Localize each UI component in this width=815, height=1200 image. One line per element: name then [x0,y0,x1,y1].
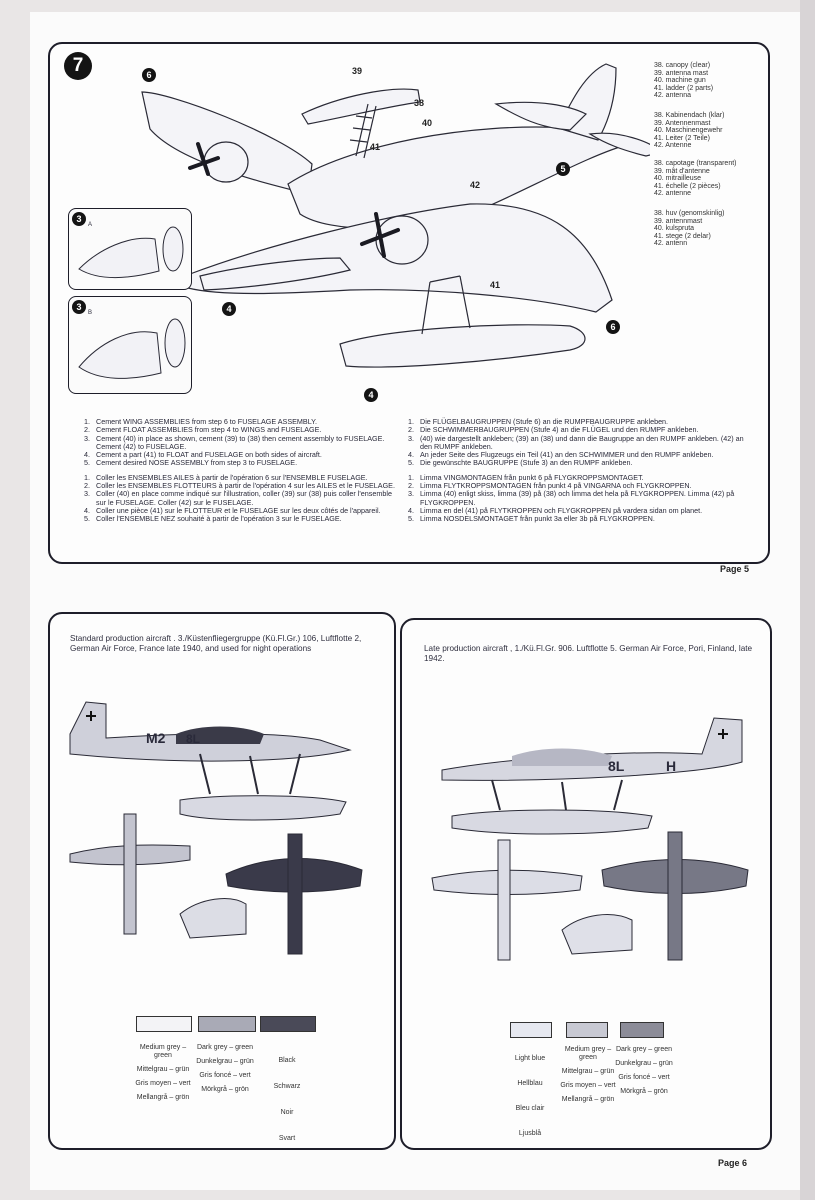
page-number-5: Page 5 [720,564,750,574]
inset-3a-badge: 3 [72,212,86,226]
horizontal-tail-right [588,132,650,157]
canopy-part [301,88,421,125]
inset-3a [68,208,192,290]
left-scheme-caption: Standard production aircraft . 3./Küsten… [70,634,362,653]
left-aircraft-code-suffix: 8L [186,732,201,746]
right-color-3-names: Dark grey – green Dunkelgrau – grün Gris… [615,1046,673,1095]
part-39-label: 39 [352,66,363,76]
part-38-label: 38 [414,98,425,108]
float-strut [421,275,471,335]
inset-3b-sub: B [88,310,93,316]
instructions-german-swedish: 1.Die FLÜGELBAUGRUPPEN (Stufe 6) an die … [408,417,744,524]
left-swatch-3 [260,1016,316,1032]
aircraft-exploded-view [141,63,650,368]
right-aircraft-code: 8L [608,758,625,774]
page-number-6: Page 6 [718,1158,748,1168]
part-40-label: 40 [422,118,433,128]
propellers [188,142,400,258]
callout-step-5: 5 [556,162,570,176]
standard-production-scheme: Standard production aircraft . 3./Küsten… [48,612,396,1150]
horizontal-tail [494,101,588,131]
part-42-label: 42 [470,180,481,190]
callout-step-6-right: 6 [606,320,620,334]
right-swatch-3 [620,1022,664,1038]
right-color-2-names: Medium grey – green Mittelgrau – grün Gr… [560,1046,616,1103]
callout-step-4-lower: 4 [364,388,378,402]
parts-legend-french: 38. capotage (transparent)39. mât d'ante… [654,160,737,198]
left-swatch-1 [136,1016,192,1032]
callout-step-6: 6 [142,68,156,82]
inset-3b [68,296,192,394]
left-aircraft-profiles [69,701,363,955]
part-41-label: 41 [370,142,381,152]
near-float [339,324,586,368]
left-color-1-names: Medium grey – green Mittelgrau – grün Gr… [135,1044,191,1101]
left-color-2-names: Dark grey – green Dunkelgrau – grün Gris… [196,1044,254,1093]
sheet-edge-shadow [800,0,815,1200]
callout-step-4: 4 [222,302,236,316]
step-number-badge: 7 [64,52,92,80]
left-aircraft-code: M2 [146,730,166,746]
far-float [199,257,352,291]
left-swatch-2 [198,1016,256,1032]
right-swatch-2 [566,1022,608,1038]
right-scheme-caption: Late production aircraft , 1./Kü.Fl.Gr. … [424,644,753,663]
right-aircraft-code-suffix: H [666,758,677,774]
step-7-panel: 7 [48,42,770,564]
ladder-part [349,103,377,159]
late-production-scheme: Late production aircraft , 1./Kü.Fl.Gr. … [400,618,772,1150]
inset-3b-badge: 3 [72,300,86,314]
part-41-lower-label: 41 [490,280,501,290]
right-swatch-1 [510,1022,552,1038]
right-color-1-names: Light blue Hellblau Bleu clair Ljusblå [514,1055,546,1137]
left-color-3-names: Black Schwarz Noir Svart [273,1057,301,1142]
right-aircraft-profiles [431,717,749,961]
instructions-english-french: 1.Cement WING ASSEMBLIES from step 6 to … [84,417,395,524]
inset-3a-sub: A [88,222,93,228]
